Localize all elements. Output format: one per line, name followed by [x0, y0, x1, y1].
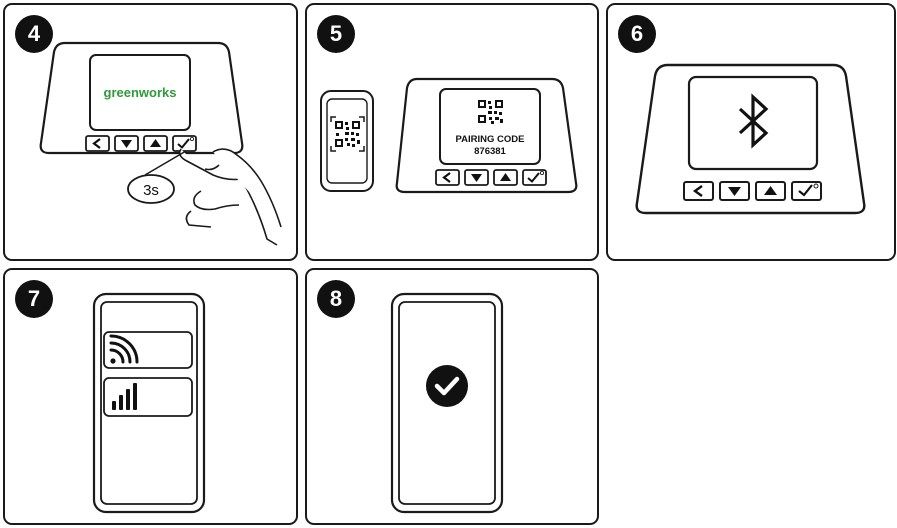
step-8-illustration — [307, 270, 601, 527]
hold-duration-label: 3s — [143, 182, 159, 199]
back-button[interactable] — [436, 170, 459, 185]
step-8-panel: 8 — [305, 268, 599, 525]
greenworks-logo: greenworks — [104, 85, 177, 100]
down-button[interactable] — [115, 136, 138, 151]
check-circle-icon — [426, 365, 468, 407]
pairing-code-value: 876381 — [474, 146, 506, 157]
step-4-illustration: greenworks 3s — [5, 5, 300, 263]
up-button[interactable] — [756, 182, 785, 200]
step-6-panel: 6 — [606, 3, 896, 261]
confirm-button[interactable] — [523, 170, 546, 185]
back-button[interactable] — [684, 182, 713, 200]
down-button[interactable] — [720, 182, 749, 200]
cellular-row[interactable] — [104, 378, 192, 416]
step-7-panel: 7 — [3, 268, 298, 525]
down-button[interactable] — [465, 170, 488, 185]
confirm-button[interactable] — [173, 136, 196, 151]
pairing-code-label: PAIRING CODE — [456, 134, 525, 145]
up-button[interactable] — [494, 170, 517, 185]
step-5-panel: 5 PAIRING CODE 876381 — [305, 3, 599, 261]
step-6-illustration — [608, 5, 897, 263]
step-4-panel: 4 greenworks — [3, 3, 298, 261]
back-button[interactable] — [86, 136, 109, 151]
step-5-illustration: PAIRING CODE 876381 — [307, 5, 601, 263]
step-7-illustration — [5, 270, 300, 527]
hand-pressing-icon — [180, 149, 281, 245]
confirm-button[interactable] — [792, 182, 821, 200]
up-button[interactable] — [144, 136, 167, 151]
